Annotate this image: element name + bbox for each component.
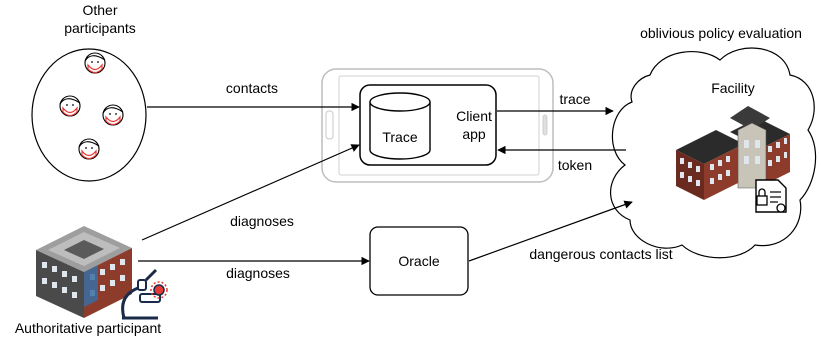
edge-dangerous-contacts: dangerous contacts list (468, 200, 673, 262)
edge-trace-label: trace (559, 91, 590, 107)
edge-diagnoses-oracle: diagnoses (138, 256, 370, 281)
trace-db-label: Trace (382, 129, 417, 145)
locked-policy-document-icon (755, 179, 787, 213)
edge-trace: trace (497, 91, 614, 116)
masked-person-icon (59, 95, 81, 117)
facility-label: Facility (711, 80, 755, 96)
other-participants-group: Other participants (31, 2, 147, 182)
other-participants-label-line2: participants (64, 20, 136, 36)
edge-contacts: contacts (147, 80, 360, 112)
hospital-building-icon (36, 226, 132, 318)
other-participants-ellipse (31, 48, 147, 182)
client-app-label-line1: Client (456, 108, 492, 124)
edge-token-label: token (558, 157, 592, 173)
client-app-label-line2: app (462, 126, 486, 142)
masked-person-icon (84, 52, 106, 74)
authoritative-participant-label: Authoritative participant (15, 320, 161, 336)
microscope-icon (121, 268, 168, 320)
facility-building-icon (676, 106, 790, 200)
edge-token: token (497, 145, 626, 173)
database-cylinder-icon: Trace (369, 92, 431, 160)
edge-dangerous-contacts-label: dangerous contacts list (529, 246, 672, 262)
edge-diagnoses-app-label: diagnoses (230, 213, 294, 229)
oracle-node: Oracle (369, 226, 469, 296)
other-participants-label-line1: Other (82, 2, 117, 18)
oracle-label: Oracle (398, 253, 439, 269)
cloud-label: oblivious policy evaluation (640, 25, 802, 41)
masked-person-icon (102, 104, 124, 126)
edge-diagnoses-oracle-label: diagnoses (226, 265, 290, 281)
masked-person-icon (78, 138, 100, 160)
edge-contacts-label: contacts (226, 80, 278, 96)
edge-diagnoses-app: diagnoses (141, 144, 360, 241)
